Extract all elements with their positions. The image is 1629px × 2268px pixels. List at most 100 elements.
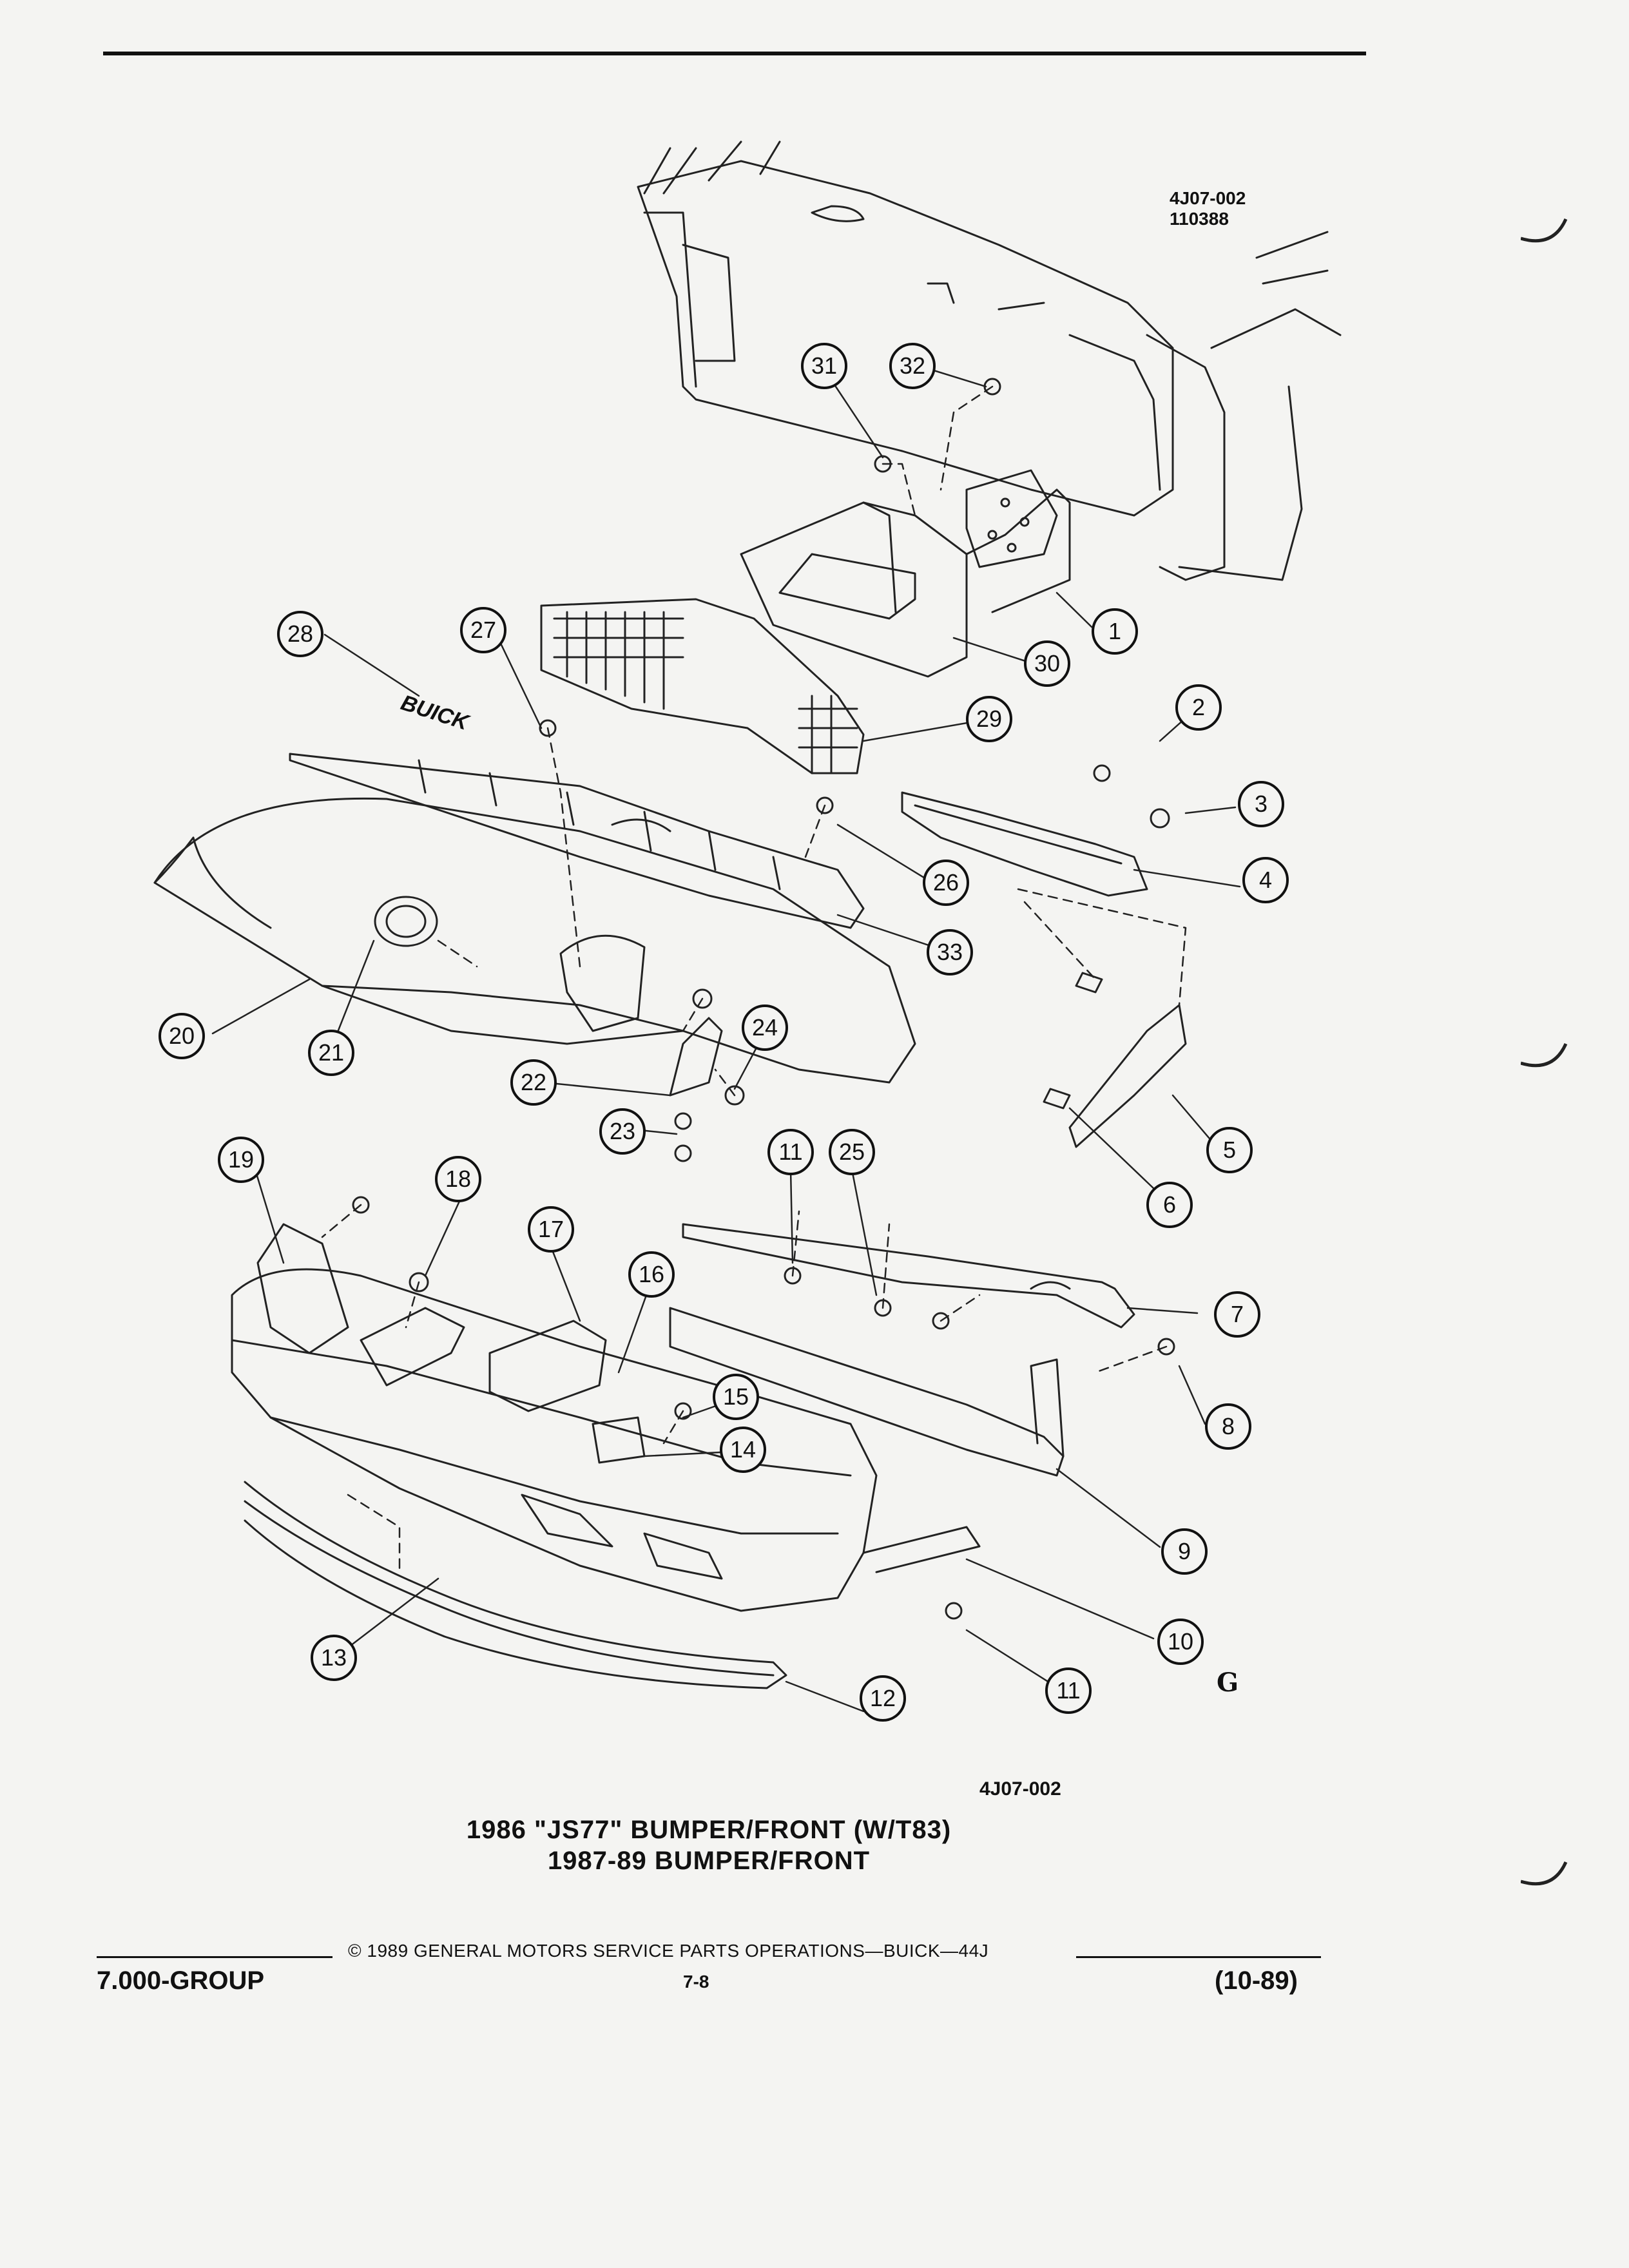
support-bracket-lower (669, 1307, 1065, 1477)
callout-circle (966, 696, 1012, 742)
callout-number: 11 (778, 1139, 802, 1165)
page-edge-mark (1521, 218, 1568, 243)
copyright-text: © 1989 GENERAL MOTORS SERVICE PARTS OPER… (348, 1941, 989, 1961)
callout-number: 13 (321, 1644, 347, 1671)
callout-number: 14 (730, 1436, 756, 1463)
callout-26: 26 (923, 860, 969, 906)
callout-number: 4 (1259, 867, 1272, 893)
callout-number: 22 (521, 1069, 546, 1095)
bracket-lower-center (669, 1017, 723, 1097)
callout-circle (311, 1635, 357, 1681)
callout-number: 32 (900, 352, 925, 379)
footer-rule-right (1076, 1956, 1321, 1958)
buick-emblem-text: BUICK (398, 690, 473, 735)
callout-number: 19 (228, 1146, 254, 1173)
page-edge-mark (1521, 1861, 1568, 1886)
bracket-side (901, 791, 1148, 897)
callout-circle (767, 1129, 814, 1175)
callout-number: 17 (538, 1216, 564, 1242)
callout-number: 27 (470, 617, 496, 643)
callout-12: 12 (860, 1675, 906, 1722)
callout-circle (308, 1030, 354, 1076)
callout-circle (889, 343, 936, 389)
footer-rule-left (97, 1956, 333, 1958)
callout-circle (628, 1251, 675, 1298)
lower-molding (244, 1481, 787, 1689)
callout-16: 16 (628, 1251, 675, 1298)
fascia-clip (1043, 972, 1187, 1148)
callout-circle (1175, 684, 1222, 731)
callout-30: 30 (1024, 640, 1070, 687)
callout-11: 11 (767, 1129, 814, 1175)
callout-6: 6 (1146, 1182, 1193, 1228)
group-label: 7.000-GROUP (97, 1966, 265, 1995)
callout-number: 11 (1056, 1677, 1080, 1704)
callout-10: 10 (1157, 1619, 1204, 1665)
fasteners (352, 378, 1175, 1620)
callout-31: 31 (801, 343, 847, 389)
callout-circle (1242, 857, 1289, 903)
gm-logo-mark: G (1217, 1667, 1239, 1698)
caption-line-1: 1986 "JS77" BUMPER/FRONT (W/T83) (466, 1816, 952, 1844)
callout-circle (1206, 1127, 1253, 1173)
callout-19: 19 (218, 1137, 264, 1183)
callout-number: 3 (1255, 791, 1268, 817)
reference-code: 4J07-002 110388 (1170, 188, 1246, 229)
callout-number: 28 (287, 620, 313, 647)
radiator-support-structure (637, 140, 1342, 581)
top-rule (103, 52, 1366, 55)
callout-circle (435, 1156, 481, 1202)
callout-circle (1214, 1291, 1260, 1338)
callout-15: 15 (713, 1374, 759, 1420)
callout-circle (218, 1137, 264, 1183)
callout-33: 33 (927, 929, 973, 975)
page-number: 7-8 (683, 1972, 709, 1992)
callout-circle (829, 1129, 875, 1175)
reference-code-line-1: 4J07-002 (1170, 188, 1246, 208)
caption-line-2: 1987-89 BUMPER/FRONT (547, 1847, 871, 1875)
callout-circle (801, 343, 847, 389)
callout-number: 9 (1178, 1538, 1191, 1564)
support-bracket-upper (682, 1223, 1135, 1329)
impact-bar (740, 488, 1071, 678)
callout-24: 24 (742, 1004, 788, 1051)
callout-number: 31 (811, 352, 837, 379)
callout-number: 29 (976, 706, 1002, 732)
callout-number: 24 (752, 1014, 778, 1041)
callout-18: 18 (435, 1156, 481, 1202)
callout-number: 1 (1108, 618, 1121, 644)
callout-group: 1234567891011111213141516171819202122232… (159, 343, 1289, 1722)
callout-22: 22 (510, 1059, 557, 1106)
fascia-lower (231, 1223, 981, 1612)
callout-circle (742, 1004, 788, 1051)
callout-number: 10 (1168, 1628, 1193, 1655)
callout-27: 27 (460, 607, 506, 653)
callout-number: 6 (1163, 1191, 1176, 1218)
reference-code-line-2: 110388 (1170, 209, 1229, 229)
callout-circle (923, 860, 969, 906)
callout-circle (460, 607, 506, 653)
callout-number: 18 (445, 1166, 471, 1192)
callout-circle (1092, 608, 1138, 655)
callout-circle (927, 929, 973, 975)
figure-id: 4J07-002 (979, 1778, 1061, 1800)
mounting-plate (965, 469, 1058, 568)
callout-4: 4 (1242, 857, 1289, 903)
callout-circle (860, 1675, 906, 1722)
callout-8: 8 (1205, 1403, 1251, 1450)
callout-number: 30 (1034, 650, 1060, 677)
retainer-strip (289, 753, 865, 929)
callout-number: 12 (870, 1685, 896, 1711)
callout-number: 16 (639, 1261, 664, 1287)
callout-13: 13 (311, 1635, 357, 1681)
callout-14: 14 (720, 1427, 766, 1473)
callout-2: 2 (1175, 684, 1222, 731)
callout-number: 2 (1192, 694, 1205, 720)
callout-number: 23 (610, 1118, 635, 1144)
callout-circle (528, 1206, 574, 1253)
callout-number: 7 (1231, 1301, 1244, 1327)
callout-11: 11 (1045, 1667, 1092, 1714)
callout-32: 32 (889, 343, 936, 389)
callout-5: 5 (1206, 1127, 1253, 1173)
